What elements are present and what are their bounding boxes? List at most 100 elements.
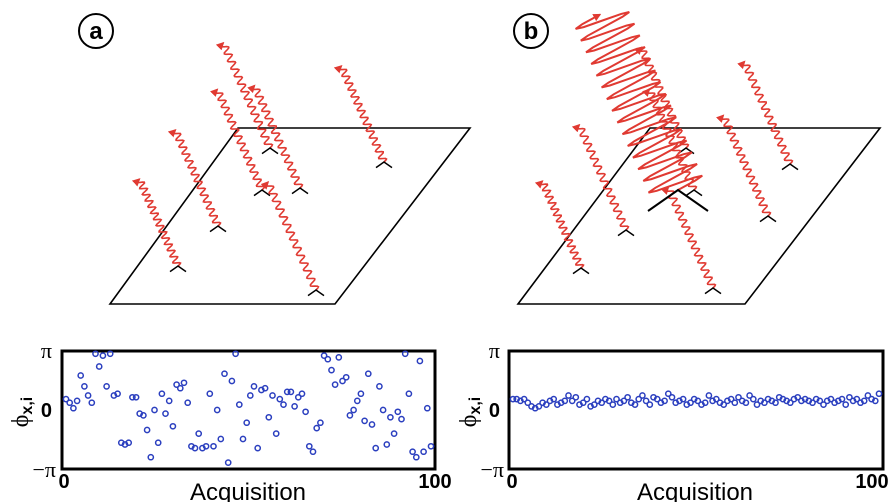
panel-a-point-4 (77, 372, 85, 379)
panel-a-point-2 (70, 404, 77, 412)
panel-a-point-44 (224, 459, 232, 466)
panel-b-point-93 (853, 395, 861, 403)
panel-b-point-59 (727, 395, 735, 403)
panel-a-point-48 (239, 435, 247, 443)
panel-b-coherent-beam-caret-coherent (647, 188, 709, 212)
panel-b-point-35 (639, 392, 646, 399)
panel-a-point-26 (158, 390, 166, 398)
panel-a-photon-caret-6 (375, 161, 393, 169)
panel-b-point-26 (605, 397, 613, 405)
panel-a-photon-5 (215, 41, 274, 149)
panel-b-point-71 (772, 399, 779, 407)
panel-a-ytick-pi: π (41, 338, 52, 363)
panel-b-label-circle (513, 13, 549, 49)
panel-b-point-39 (653, 395, 661, 403)
panel-a-point-60 (283, 388, 291, 396)
panel-b-point-27 (609, 401, 617, 408)
panel-b-points (509, 390, 883, 412)
panel-b-point-81 (809, 399, 816, 407)
panel-a-point-42 (217, 435, 225, 443)
panel-a-point-85 (376, 383, 383, 390)
panel-a-ylabel: ϕx,i (8, 397, 36, 427)
panel-a-point-38 (202, 442, 210, 450)
panel-b-xtick-start: 0 (506, 471, 517, 493)
panel-a-point-78 (350, 406, 357, 414)
panel-b-ylabel-subscript: x,i (467, 397, 484, 415)
panel-b-point-28 (613, 395, 620, 403)
panel-a-point-58 (276, 395, 284, 403)
panel-a-ytick-minus-pi: −π (32, 457, 56, 482)
panel-b-point-17 (572, 393, 580, 401)
panel-a-ylabel-symbol: ϕ (8, 415, 34, 428)
panel-a-point-47 (235, 401, 243, 408)
panel-a-point-18 (129, 393, 136, 401)
panel-a-label-circle (78, 13, 114, 49)
panel-a-point-76 (342, 373, 350, 381)
panel-a-point-83 (368, 421, 376, 428)
panel-b-point-90 (842, 401, 850, 408)
panel-b-point-61 (735, 393, 742, 401)
panel-b-point-84 (820, 401, 827, 408)
panel-a-point-31 (176, 384, 184, 392)
panel-a-point-11 (103, 383, 110, 390)
panel-b-point-48 (687, 399, 694, 407)
panel-b-photon-caret-3 (759, 215, 777, 223)
panel-a-point-24 (151, 406, 158, 414)
panel-a-point-65 (302, 408, 309, 416)
panel-b-point-37 (646, 401, 654, 408)
panel-a-point-35 (191, 444, 199, 452)
panel-b-point-64 (746, 392, 753, 399)
panel-a-point-82 (364, 370, 372, 378)
panel-a-point-59 (280, 401, 287, 408)
panel-b-point-22 (590, 401, 598, 408)
panel-b-point-53 (705, 392, 713, 399)
panel-a-surface-plane (108, 127, 472, 305)
panel-a-point-63 (294, 393, 302, 401)
panel-a-point-96 (416, 357, 424, 365)
panel-a-xlabel: Acquisition (190, 479, 306, 502)
panel-a-point-98 (423, 404, 431, 412)
panel-a-point-49 (243, 419, 251, 427)
panel-a-point-90 (394, 408, 402, 416)
panel-a-photon-1 (167, 129, 222, 227)
panel-a-point-68 (313, 424, 321, 432)
panel-b-diagram: b (513, 11, 882, 305)
panel-b-point-9 (542, 401, 550, 408)
panel-a-point-51 (250, 383, 258, 390)
panel-a-ylabel-subscript: x,i (19, 397, 36, 415)
panel-b-point-91 (846, 393, 853, 401)
panel-a-point-7 (88, 399, 96, 407)
panel-b-point-15 (565, 392, 572, 399)
panel-a-point-17 (125, 439, 133, 447)
panel-a-photon-2 (209, 88, 266, 191)
panel-a-point-50 (246, 392, 254, 399)
panel-a-point-80 (357, 390, 365, 398)
panel-a-point-73 (331, 381, 339, 388)
panel-a-photon-caret-0 (169, 265, 187, 273)
panel-a-photon-caret-4 (307, 289, 325, 297)
panel-a-point-69 (317, 419, 324, 427)
panel-a-point-94 (409, 448, 416, 456)
panel-b-point-63 (742, 399, 750, 407)
panel-a-point-36 (195, 430, 203, 437)
panel-a-point-88 (387, 413, 394, 421)
panel-a-point-25 (154, 439, 162, 447)
panel-b-point-11 (550, 395, 558, 403)
panel-a-waves (131, 41, 393, 297)
panel-b-photon-caret-5 (685, 189, 703, 197)
panel-b-plot-frame (507, 349, 885, 471)
panel-b-point-86 (827, 395, 835, 403)
panel-a-point-29 (169, 422, 177, 430)
panel-a-diagram: a (78, 13, 472, 305)
panel-a-plot-frame (60, 349, 437, 471)
panel-b-point-24 (598, 399, 606, 407)
panel-b-point-55 (712, 395, 720, 403)
panel-b-point-57 (720, 401, 728, 408)
panel-a-point-86 (379, 406, 387, 414)
panel-a-point-95 (412, 453, 420, 461)
panel-b-photon-caret-6 (781, 163, 799, 171)
panel-a-point-64 (298, 390, 306, 398)
panel-b-point-42 (664, 390, 672, 398)
panel-a-photon-3 (247, 84, 304, 189)
panel-b-point-43 (668, 393, 676, 401)
